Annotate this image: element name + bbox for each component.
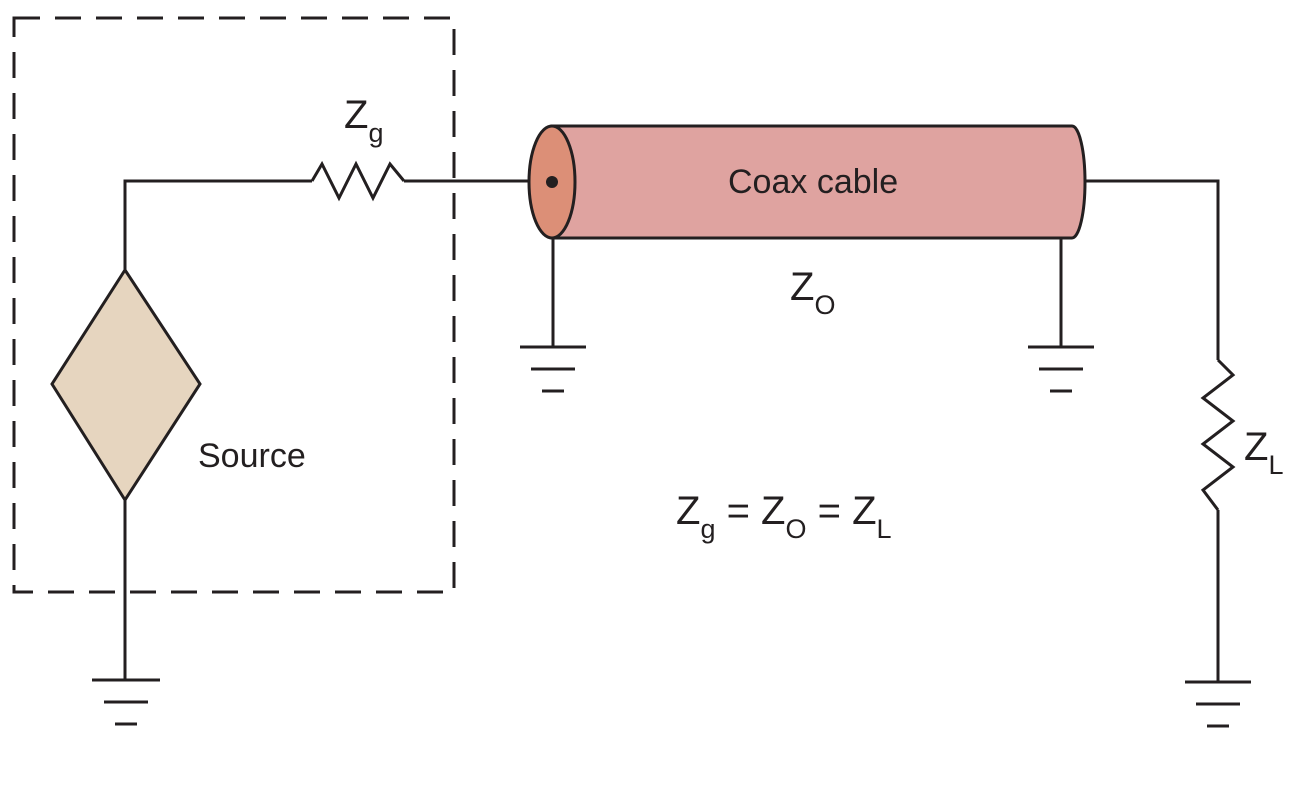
equation-eq2: = Z [807,489,877,533]
equation-sub-g: g [700,514,715,544]
source-ground-symbol [92,678,160,726]
zl-resistor [1200,358,1236,511]
zo-label: ZO [790,265,835,320]
zl-label-sub: L [1268,450,1283,480]
coax-right-ground-symbol [1028,345,1094,393]
source-boundary-box [12,16,456,594]
equation-sub-o: O [786,514,807,544]
zl-label-main: Z [1244,425,1268,469]
zg-label: Zg [344,93,383,148]
source-to-zg-wire [123,179,312,270]
coax-to-load-wire [1085,179,1220,360]
zg-label-sub: g [368,118,383,148]
coax-cable-body [550,124,1087,240]
equation-sub-l: L [877,514,892,544]
zg-resistor [310,160,406,202]
equation-z1: Z [676,489,700,533]
zo-label-sub: O [814,290,835,320]
equation-eq1: = Z [715,489,785,533]
source-label: Source [198,437,306,475]
impedance-match-equation: Zg = ZO = ZL [676,489,892,544]
zl-label: ZL [1244,425,1283,480]
coax-cable-label: Coax cable [728,163,898,201]
zg-label-main: Z [344,93,368,137]
source-diamond [50,267,202,503]
coax-left-ground-symbol [520,345,586,393]
load-ground-symbol [1185,680,1251,728]
zo-label-main: Z [790,265,814,309]
coax-center-conductor [546,176,558,188]
